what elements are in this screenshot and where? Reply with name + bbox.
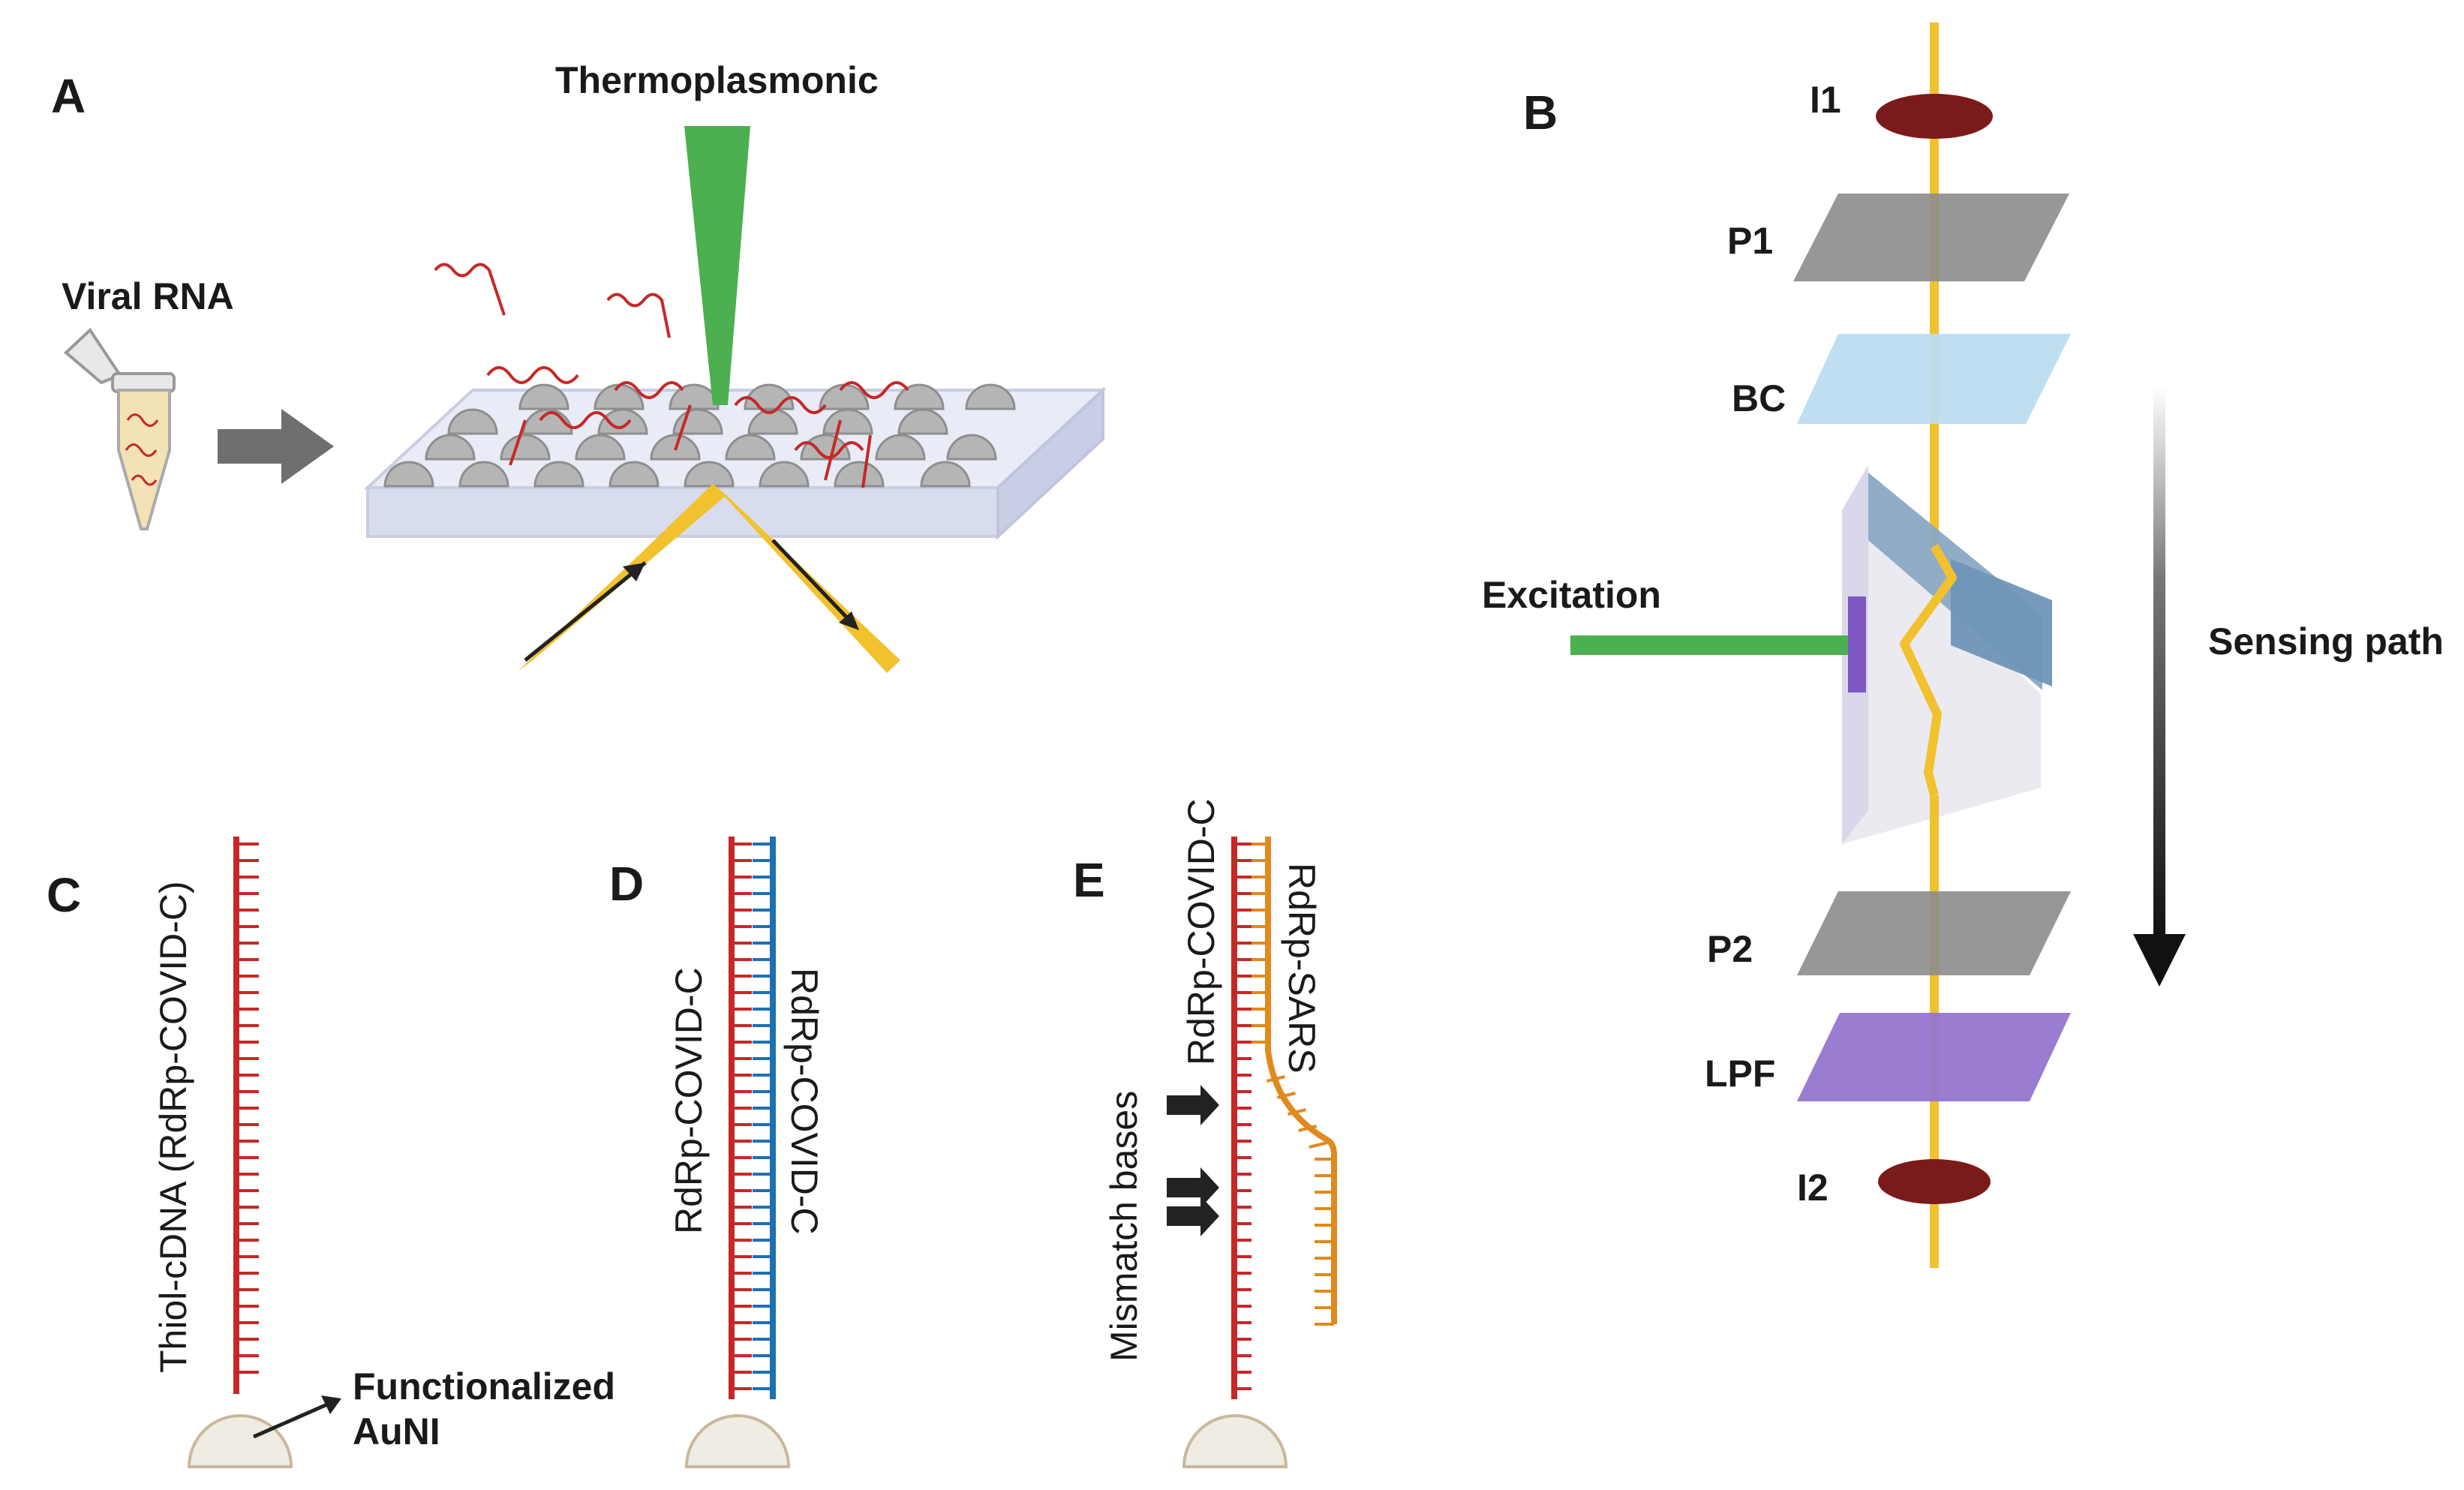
panel-a-label: A bbox=[51, 69, 86, 123]
viral-rna-label: Viral RNA bbox=[62, 275, 234, 317]
nanoisland-dome bbox=[875, 434, 926, 461]
panel-d: D RdRp-COVID-C RdRp-COVID-C bbox=[609, 837, 825, 1468]
nanoisland-dome bbox=[533, 461, 584, 488]
d-right-strand-label: RdRp-COVID-C bbox=[783, 968, 825, 1235]
sensor-plate bbox=[1848, 596, 1866, 692]
lens-i2-icon bbox=[1878, 1159, 1991, 1204]
dna-base bbox=[1266, 1075, 1285, 1083]
mismatch-arrow-icon bbox=[1167, 1196, 1219, 1236]
p1-label: P1 bbox=[1727, 220, 1773, 262]
sensing-path-arrowhead-icon bbox=[2133, 934, 2186, 987]
nanoisland-dome bbox=[383, 461, 434, 488]
i2-label: I2 bbox=[1797, 1167, 1828, 1209]
sensing-path-label: Sensing path bbox=[2208, 620, 2444, 662]
gold-nanoisland-c bbox=[187, 1414, 293, 1468]
nanoisland-dome bbox=[894, 383, 945, 410]
nanoisland-dome bbox=[608, 461, 660, 488]
dna-base bbox=[1298, 1125, 1318, 1132]
process-arrow-icon bbox=[218, 409, 334, 484]
sensing-path-arrow bbox=[2153, 386, 2165, 938]
e-left-strand-label: RdRp-COVID-C bbox=[1180, 798, 1222, 1065]
mismatch-arrow-icon bbox=[1167, 1085, 1219, 1125]
nanoisland-dome bbox=[725, 434, 776, 461]
dna-base bbox=[1276, 1092, 1296, 1099]
nanoisland-dome bbox=[597, 408, 648, 435]
nanoisland-dome bbox=[447, 408, 498, 435]
nanoisland-dome bbox=[834, 461, 885, 488]
mismatch-arrow-icon bbox=[1167, 1167, 1219, 1208]
mismatch-arrows bbox=[1167, 1085, 1219, 1236]
polarizer-p1 bbox=[1793, 194, 2069, 281]
lpf-label: LPF bbox=[1705, 1053, 1775, 1095]
dna-bases-e bbox=[1234, 843, 1334, 1390]
d-left-strand-label: RdRp-COVID-C bbox=[668, 967, 710, 1234]
auni-label: AuNI bbox=[353, 1410, 440, 1452]
thermoplasmonic-laser-beam bbox=[684, 126, 750, 405]
panel-e-label: E bbox=[1073, 853, 1105, 907]
auni-pointer-arrow bbox=[252, 1399, 335, 1439]
panel-e: E RdRp-COVID-C RdRp-SARS Mismatch bases bbox=[1073, 798, 1337, 1468]
gold-nanoisland-e bbox=[1182, 1414, 1288, 1468]
lens-i1-icon bbox=[1876, 94, 1993, 139]
nanoisland-dome bbox=[669, 383, 720, 410]
panel-b-label: B bbox=[1523, 86, 1558, 140]
nanoisland-dome bbox=[744, 383, 795, 410]
panel-d-label: D bbox=[609, 857, 644, 911]
sensing-beams bbox=[518, 484, 900, 673]
nanoisland-dome bbox=[759, 461, 810, 488]
nanoisland-dome bbox=[965, 383, 1016, 410]
p2-label: P2 bbox=[1707, 928, 1753, 970]
panel-c-label: C bbox=[47, 868, 81, 922]
nanoisland-dome bbox=[897, 408, 948, 435]
e-right-strand-label: RdRp-SARS bbox=[1281, 863, 1323, 1074]
nanoisland-dome bbox=[684, 461, 735, 488]
mismatch-bases-label: Mismatch bases bbox=[1103, 1091, 1145, 1362]
bc-label: BC bbox=[1732, 377, 1786, 419]
nanoisland-dome bbox=[575, 434, 626, 461]
rna-strands bbox=[434, 263, 909, 488]
nanoisland-dome bbox=[518, 383, 569, 410]
prism-assembly bbox=[1842, 465, 2052, 844]
thermoplasmonic-label: Thermoplasmonic bbox=[555, 59, 879, 101]
dna-backbone-e-orange bbox=[1265, 837, 1337, 1324]
nanoisland-dome bbox=[920, 461, 971, 488]
nanoisland-dome bbox=[458, 461, 509, 488]
nanoisland-domes bbox=[383, 383, 1016, 488]
panel-a: A Thermoplasmonic Viral RNA bbox=[51, 59, 1107, 673]
nanoisland-dome bbox=[822, 408, 873, 435]
functionalized-label: Functionalized bbox=[353, 1365, 615, 1407]
thiol-cdna-label: Thiol-cDNA (RdRp-COVID-C) bbox=[152, 881, 194, 1373]
panel-c: C Thiol-cDNA (RdRp-COVID-C) Functionaliz… bbox=[47, 837, 615, 1468]
dna-base bbox=[1309, 1141, 1328, 1149]
dna-base bbox=[1288, 1108, 1307, 1116]
sample-tube-icon bbox=[63, 327, 176, 530]
nanoisland-dome bbox=[425, 434, 476, 461]
nanoisland-dome bbox=[946, 434, 997, 461]
i1-label: I1 bbox=[1810, 79, 1841, 121]
dna-bases-c bbox=[236, 843, 259, 1374]
excitation-label: Excitation bbox=[1482, 574, 1661, 616]
long-pass-filter-lpf bbox=[1797, 1013, 2071, 1101]
dna-bases-d bbox=[732, 843, 773, 1390]
gold-nanoisland-d bbox=[684, 1414, 791, 1468]
polarizer-p2 bbox=[1797, 891, 2071, 975]
beam-combiner-bc bbox=[1797, 334, 2071, 424]
panel-b: B I1 P1 BC Excitation P2 LPF I2 bbox=[1482, 23, 2444, 1268]
